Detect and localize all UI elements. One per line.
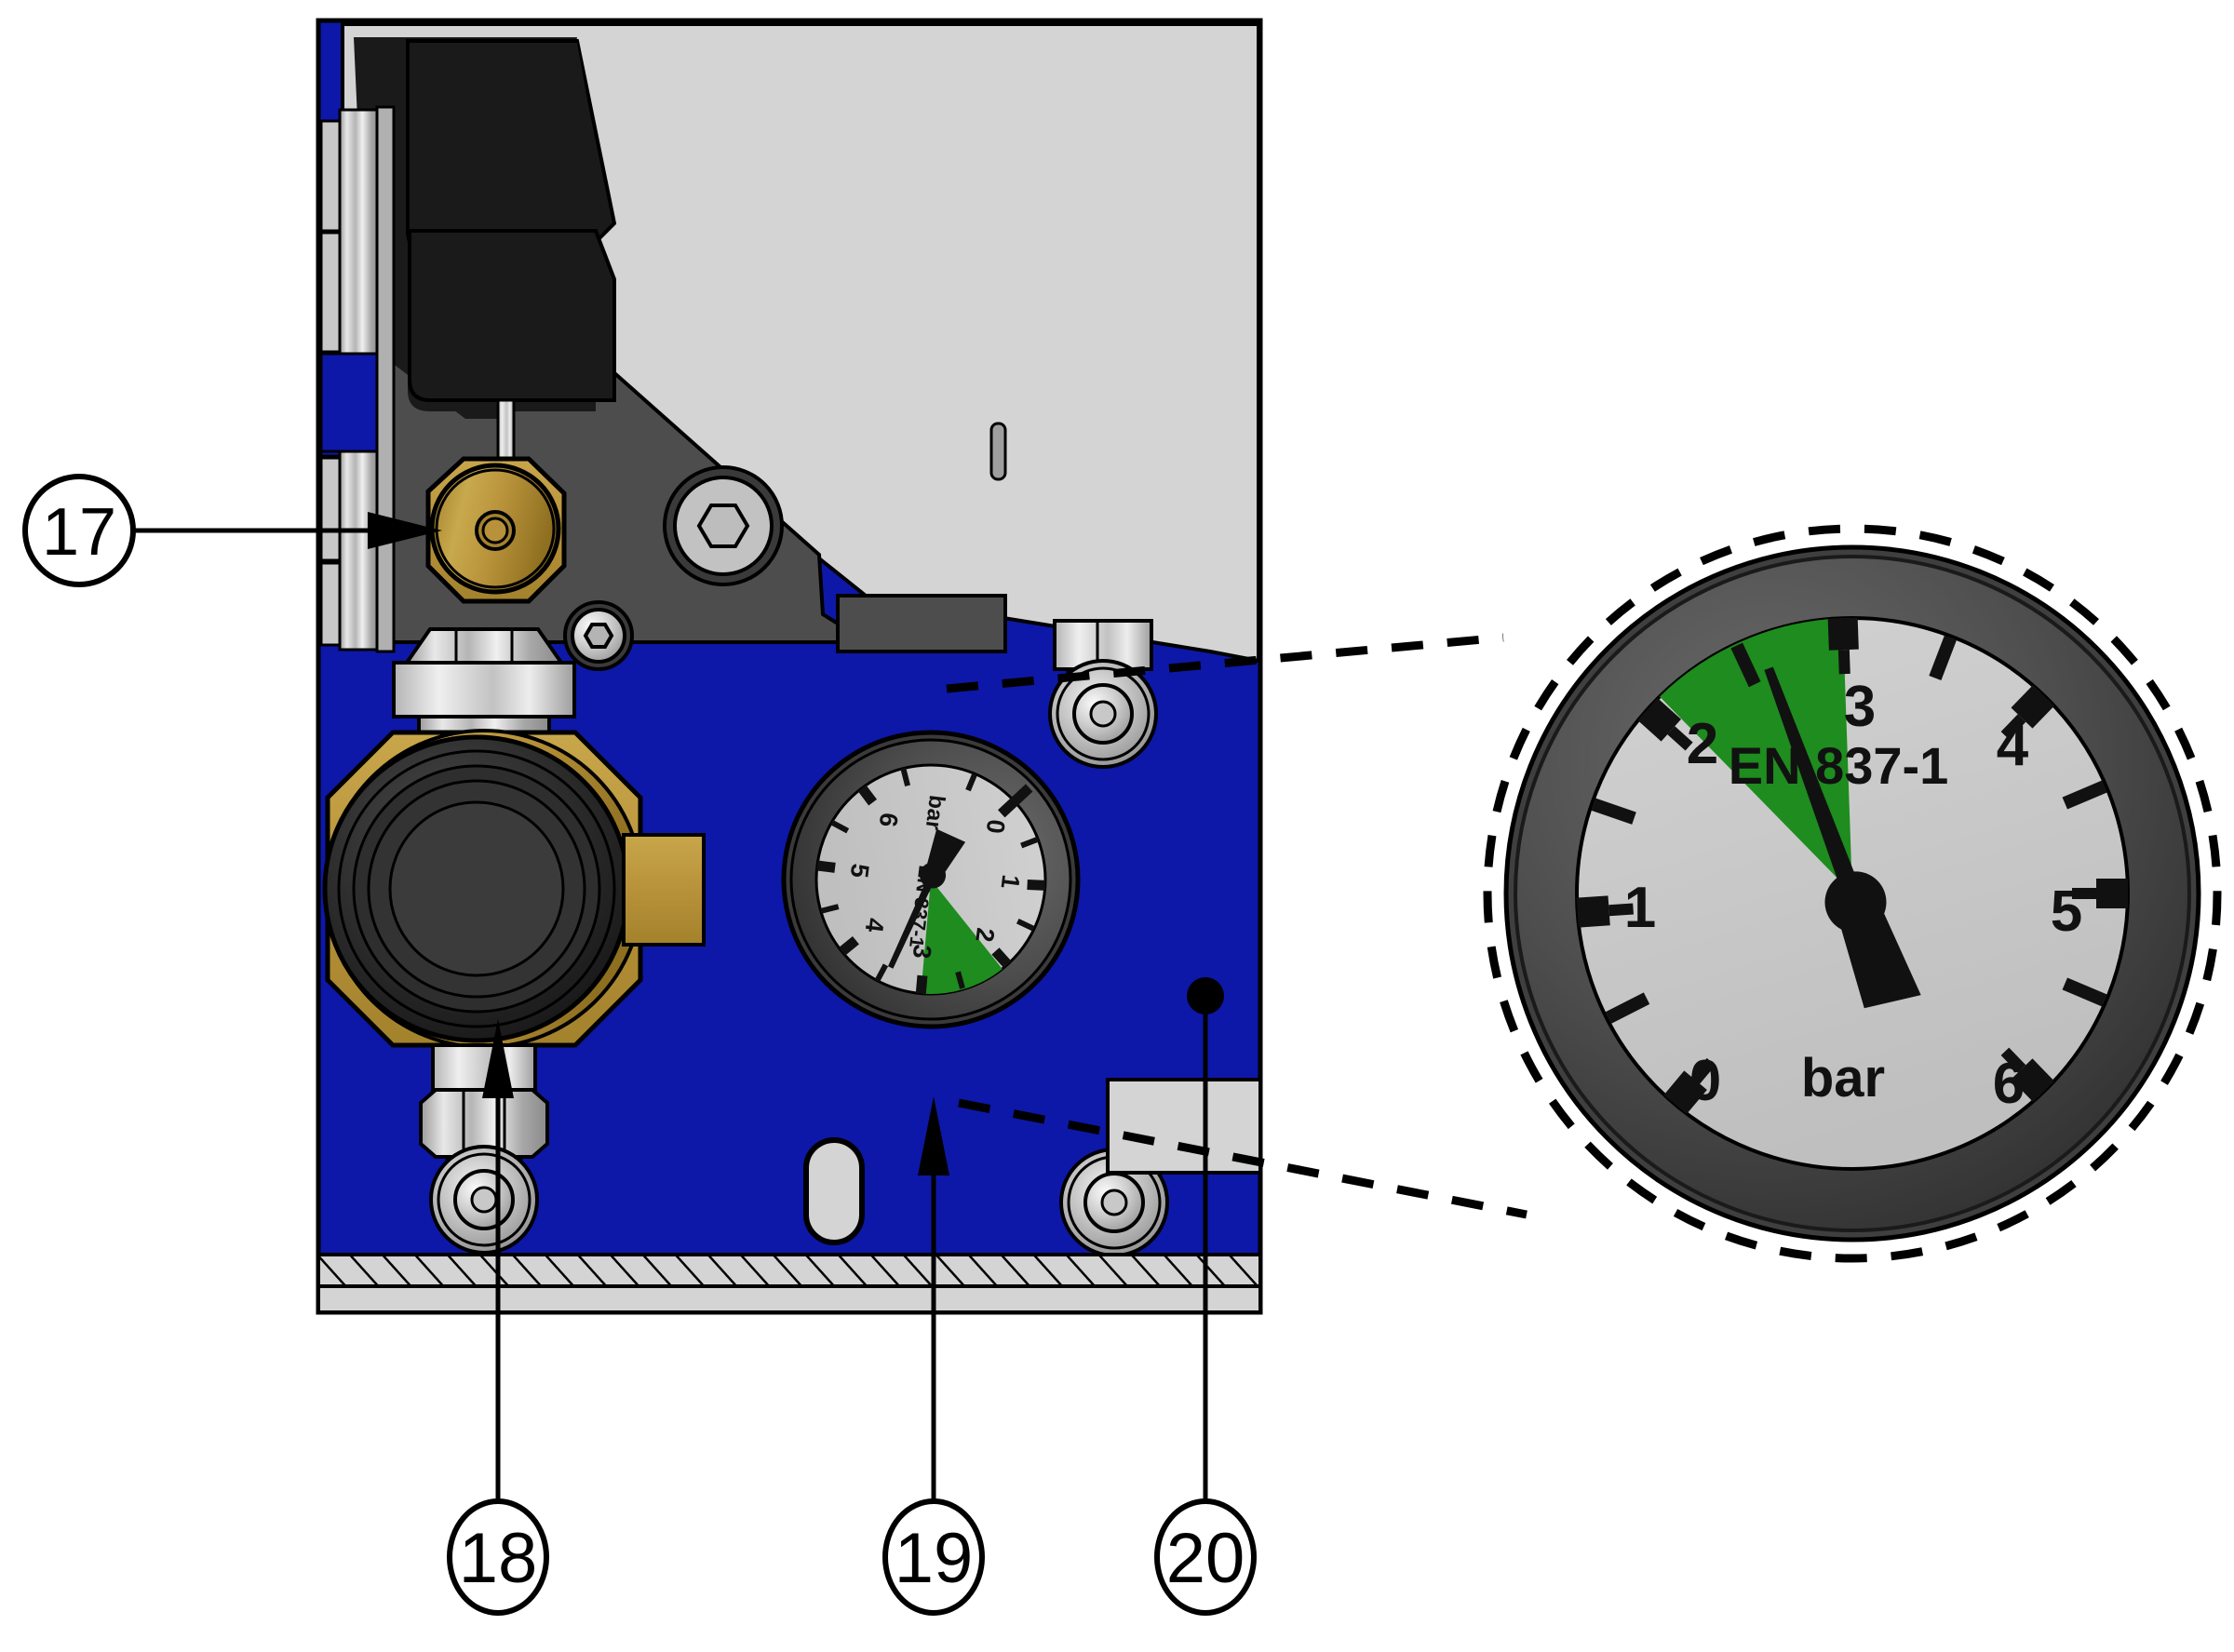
black-bracket-face: [410, 43, 610, 249]
steel-shaft-left-2: [375, 105, 396, 653]
detail-leader-line-top: [946, 633, 1504, 693]
gauge-tick-4: [2000, 684, 2055, 740]
gauge-tick-5: [2072, 879, 2128, 908]
gauge-tick-6: [2000, 1047, 2055, 1103]
screw-small-hex-socket: [583, 623, 614, 649]
fitting-bottom-hex: [419, 1088, 549, 1159]
screw-large-hex-socket: [696, 504, 750, 548]
small-gauge-label-3: 3: [908, 943, 937, 960]
main-assembly: [316, 18, 1263, 1315]
callout-20-label: 20: [1166, 1519, 1245, 1598]
flange-fitting-lower-right: [1059, 1148, 1169, 1257]
gauge-green-zone: [1660, 618, 1852, 893]
pressure-gauge-detail-view: 0 1 2 3 4 5 6 EN 837-1 bar: [1503, 544, 2201, 1242]
small-gauge-needle: [887, 828, 966, 969]
brass-hex-nut-assembly: [425, 456, 567, 604]
black-valve-body-assembly: [322, 729, 706, 1049]
small-gauge-minor-ticks: [820, 767, 1040, 989]
callout-19-arrowhead: [918, 1096, 949, 1175]
small-gauge-label-4: 4: [860, 917, 890, 934]
small-gauge-numerals: 0 1 2 3 4 5 6 bar EN 837-1: [845, 794, 1026, 960]
gauge-standard-label: EN 837-1: [1729, 736, 1949, 795]
flange-ur-bore: [1089, 700, 1117, 728]
small-gauge-green-zone: [921, 880, 1003, 994]
small-gauge-label-5: 5: [845, 862, 875, 880]
fitting-bottom-bore: [470, 1186, 498, 1214]
callout-18[interactable]: 18: [447, 1019, 549, 1616]
callout-19-circle[interactable]: [882, 1498, 985, 1616]
gauge-tick-2: [1637, 698, 1693, 751]
oval-slot-hole: [803, 1137, 865, 1245]
detail-leader-line-bottom: [958, 1098, 1527, 1219]
callout-17[interactable]: 17: [22, 474, 442, 587]
gauge-tick-0: [1663, 1057, 1716, 1115]
hex-socket-screw-small: [563, 600, 634, 671]
compression-fitting-top: [392, 627, 576, 745]
small-gauge-needle-body: [887, 828, 966, 969]
flange-fitting-upper-right: [1048, 619, 1158, 769]
blue-seal-block: [319, 352, 381, 453]
valve-ring-1: [337, 749, 616, 1028]
gauge-tick-1: [1576, 895, 1634, 928]
gauge-label-5: 5: [2051, 880, 2082, 944]
gauge-minor-ticks: [1591, 636, 2107, 1024]
small-gauge-major-ticks: [816, 784, 1046, 994]
gauge-needle-body: [1764, 666, 1921, 1009]
gauge-tick-3: [1827, 617, 1859, 675]
hex-socket-screw-large: [663, 465, 784, 586]
grey-base-plate: [316, 1284, 1262, 1314]
fitting-top-hex: [403, 627, 565, 665]
gauge-label-3: 3: [1844, 675, 1876, 739]
gauge-label-1: 1: [1624, 876, 1656, 940]
valve-brass-side-port: [622, 833, 706, 947]
gauge-numerals: 0 1 2 3 4 5 6: [1624, 675, 2082, 1116]
callout-19[interactable]: 19: [882, 1096, 985, 1616]
callout-19-label: 19: [895, 1519, 974, 1598]
callout-20-circle[interactable]: [1154, 1498, 1257, 1616]
gauge-label-0: 0: [1689, 1049, 1721, 1113]
gauge-needle: [1764, 666, 1921, 1009]
compression-fitting-bottom: [419, 1043, 549, 1255]
gauge-needle-hub: [1824, 871, 1887, 933]
dark-grey-body-right: [836, 594, 1007, 653]
small-gauge-label-0: 0: [981, 818, 1011, 836]
small-gauge-label-1: 1: [996, 873, 1026, 891]
callout-18-label: 18: [459, 1519, 538, 1598]
left-edge-seal-stack: [319, 105, 396, 653]
callout-17-circle[interactable]: [22, 474, 136, 587]
detail-callout-bubble: [946, 524, 2222, 1263]
flange-lr-bore: [1100, 1189, 1128, 1216]
gauge-label-2: 2: [1687, 712, 1718, 776]
small-gauge-label-2: 2: [970, 926, 1000, 944]
flange-ur-ring: [1056, 666, 1151, 761]
gauge-major-ticks: [1576, 617, 2128, 1115]
gauge-label-4: 4: [1997, 714, 2029, 778]
callout-18-circle[interactable]: [447, 1498, 549, 1616]
hatched-base-strip: [316, 1253, 1262, 1288]
valve-cap-center: [388, 800, 565, 977]
brass-nut-bore-inner: [481, 517, 509, 544]
small-gauge-label-6: 6: [874, 812, 904, 829]
small-gauge-needle-hub: [920, 862, 947, 889]
callout-17-label: 17: [42, 495, 116, 570]
callout-20[interactable]: 20: [1154, 1005, 1257, 1616]
brass-nut-ring-1: [435, 468, 556, 589]
gauge-unit-label: bar: [1801, 1048, 1885, 1108]
pressure-gauge-in-assembly: 0 1 2 3 4 5 6 bar EN 837-1: [781, 730, 1081, 1029]
fitting-top-shoulder: [392, 661, 576, 719]
small-pin-right: [989, 422, 1007, 481]
detail-bubble-dashed-circle: [1483, 524, 2222, 1263]
gauge-label-6: 6: [1993, 1052, 2025, 1116]
fitting-bottom-flange-ring: [437, 1152, 532, 1247]
callout-17-arrow-tip: [368, 512, 442, 549]
bracket-body: [408, 229, 616, 402]
callout-18-arrowhead: [482, 1019, 514, 1098]
small-gauge-unit-label: bar: [921, 794, 949, 831]
reference-marker-dot: [1187, 977, 1224, 1014]
